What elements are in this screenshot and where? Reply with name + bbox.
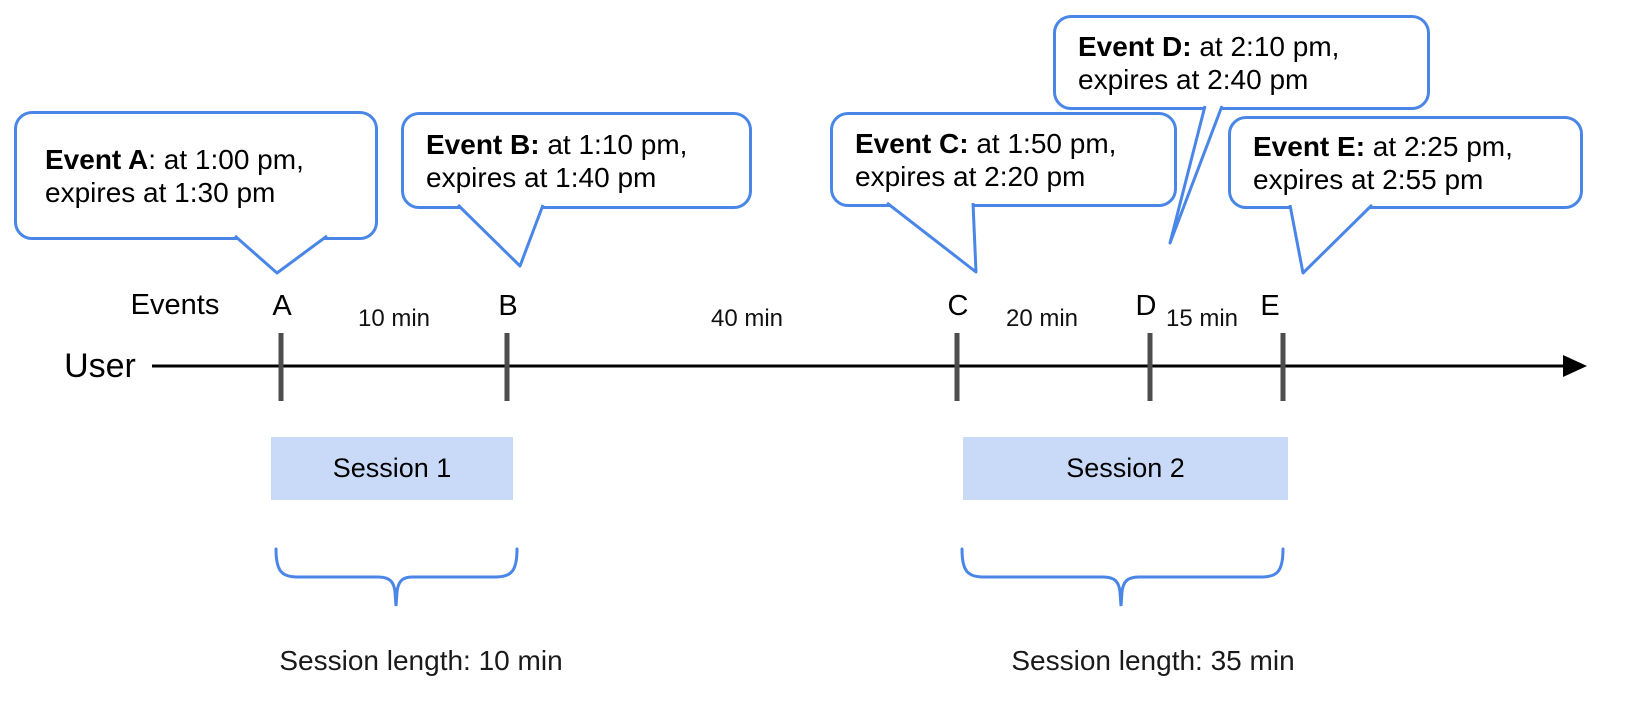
session-1-length-label: Session length: 10 min — [279, 645, 563, 676]
session-1-brace — [274, 547, 519, 607]
session-1-label: Session 1 — [332, 453, 452, 483]
event-d-title: Event D: — [1078, 30, 1192, 62]
event-e-line1: Event E: at 2:25 pm, — [1253, 130, 1580, 163]
event-a-expiry: expires at 1:30 pm — [45, 176, 276, 208]
timeline-arrowhead-icon — [1563, 355, 1587, 377]
event-c-line1: Event C: at 1:50 pm, — [855, 127, 1174, 160]
session-2-brace — [960, 547, 1285, 607]
session-2-length-label: Session length: 35 min — [1011, 645, 1295, 676]
event-b-expiry: expires at 1:40 pm — [426, 161, 657, 193]
events-row-label: Events — [130, 289, 220, 321]
tick-label-b: B — [498, 290, 518, 322]
interval-label-a-b: 10 min — [357, 305, 431, 332]
event-e-time: at 2:25 pm, — [1365, 130, 1513, 162]
tick-d — [1147, 333, 1153, 401]
tick-b — [504, 333, 510, 401]
bubble-tail-c — [886, 201, 978, 274]
session-2-box: Session 2 — [963, 437, 1288, 500]
event-e-title: Event E: — [1253, 130, 1366, 162]
event-bubble-e: Event E: at 2:25 pm, expires at 2:55 pm — [1228, 116, 1583, 209]
event-d-line1: Event D: at 2:10 pm, — [1078, 30, 1427, 63]
tick-label-a: A — [272, 290, 292, 322]
bubble-tail-d — [1168, 105, 1224, 245]
event-c-title: Event C: — [855, 127, 969, 159]
event-a-line1: Event A: at 1:00 pm, — [45, 143, 375, 176]
tick-label-e: E — [1260, 290, 1280, 322]
event-c-expiry: expires at 2:20 pm — [855, 160, 1086, 192]
tick-a — [278, 333, 284, 401]
event-d-time: at 2:10 pm, — [1191, 30, 1340, 62]
interval-label-c-d: 20 min — [1005, 305, 1079, 332]
event-e-expiry: expires at 2:55 pm — [1253, 163, 1484, 195]
tick-e — [1280, 333, 1286, 401]
bubble-tail-e — [1288, 203, 1374, 275]
event-c-time: at 1:50 pm, — [968, 127, 1117, 159]
event-d-expiry: expires at 2:40 pm — [1078, 63, 1309, 95]
tick-label-d: D — [1135, 290, 1157, 322]
tick-label-c: C — [947, 290, 969, 322]
event-b-time: at 1:10 pm, — [539, 128, 688, 160]
event-b-line1: Event B: at 1:10 pm, — [426, 128, 749, 161]
tick-c — [954, 333, 960, 401]
event-a-title: Event A — [45, 143, 149, 175]
user-row-label: User — [64, 347, 136, 385]
interval-label-b-c: 40 min — [710, 305, 784, 332]
session-1-box: Session 1 — [271, 437, 513, 500]
event-b-title: Event B: — [426, 128, 540, 160]
bubble-tail-b — [456, 203, 545, 268]
event-bubble-b: Event B: at 1:10 pm, expires at 1:40 pm — [401, 112, 752, 209]
session-2-label: Session 2 — [1066, 453, 1185, 483]
event-bubble-a: Event A: at 1:00 pm, expires at 1:30 pm — [14, 111, 378, 240]
bubble-tail-a — [234, 234, 328, 275]
interval-label-d-e: 15 min — [1165, 305, 1239, 332]
event-a-time: : at 1:00 pm, — [148, 143, 304, 175]
event-bubble-d: Event D: at 2:10 pm, expires at 2:40 pm — [1053, 15, 1430, 110]
event-bubble-c: Event C: at 1:50 pm, expires at 2:20 pm — [830, 112, 1177, 207]
